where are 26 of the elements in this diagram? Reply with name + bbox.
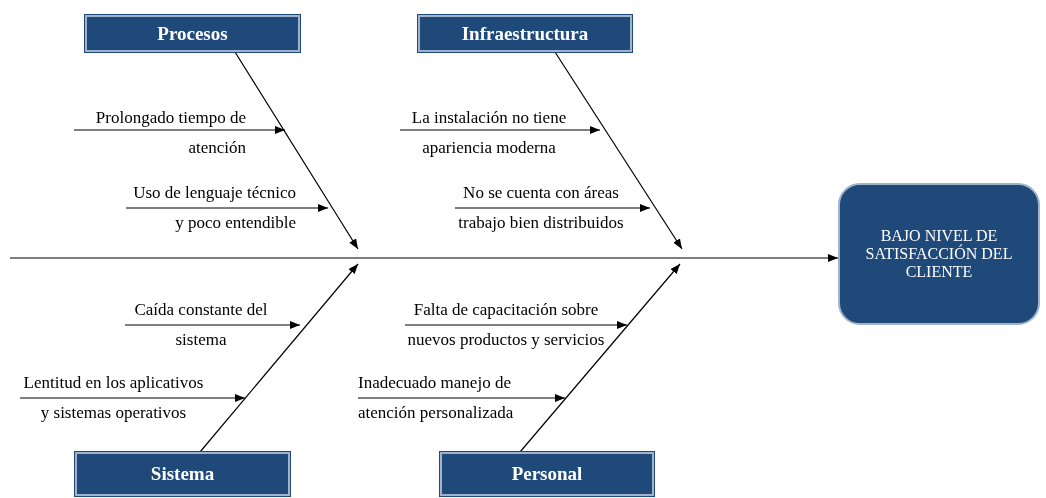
cause-arrow bbox=[404, 321, 628, 329]
cause-text: Prolongado tiempo de atención bbox=[74, 103, 246, 163]
category-box: Sistema bbox=[75, 452, 290, 496]
spine-arrow bbox=[9, 254, 839, 262]
bone-arrow bbox=[234, 51, 359, 250]
cause-arrow bbox=[357, 394, 566, 402]
bone-arrow bbox=[199, 263, 359, 453]
cause-text: Uso de lenguaje técnico y poco entendible bbox=[126, 178, 296, 238]
cause-text: Caída constante del sistema bbox=[125, 295, 277, 355]
effect-box: BAJO NIVEL DE SATISFACCIÓN DEL CLIENTE bbox=[838, 183, 1040, 325]
bone-arrow bbox=[519, 263, 681, 453]
category-box: Infraestructura bbox=[418, 15, 632, 52]
cause-text: No se cuenta con áreas trabajo bien distribuidos bbox=[455, 178, 627, 238]
cause-arrow bbox=[454, 204, 651, 212]
category-box: Procesos bbox=[85, 15, 300, 52]
cause-text: La instalación no tiene apariencia moderna bbox=[400, 103, 578, 163]
cause-text: Falta de capacitación sobre nuevos productos y servicios bbox=[405, 295, 607, 355]
category-box: Personal bbox=[440, 452, 654, 496]
cause-arrow bbox=[73, 126, 286, 134]
cause-arrow bbox=[124, 321, 301, 329]
cause-arrow bbox=[19, 394, 246, 402]
bone-arrow bbox=[554, 51, 683, 250]
cause-text: Inadecuado manejo de atención personalizada bbox=[358, 368, 526, 428]
cause-arrow bbox=[125, 204, 329, 212]
cause-arrow bbox=[399, 126, 601, 134]
cause-text: Lentitud en los aplicativos y sistemas operativos bbox=[20, 368, 207, 428]
